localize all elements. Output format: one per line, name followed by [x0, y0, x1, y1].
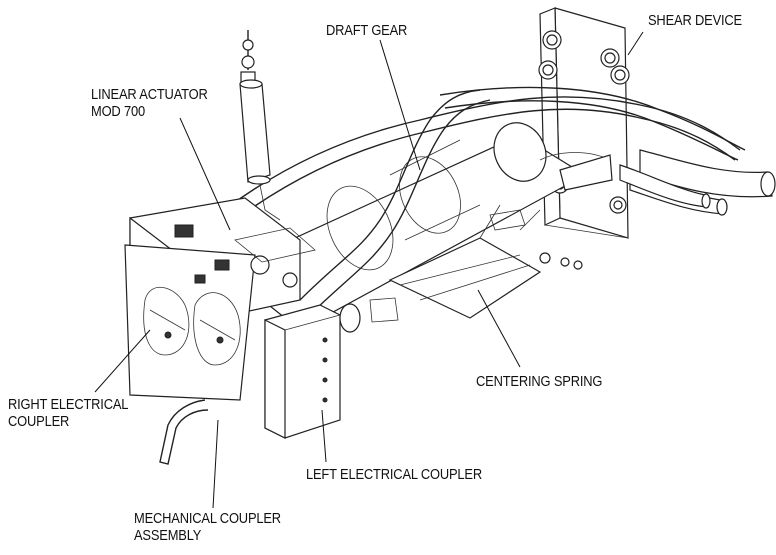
shear-device-plate [538, 7, 630, 239]
label-right-electrical-coupler: RIGHT ELECTRICAL COUPLER [8, 396, 128, 430]
centering-spring [369, 204, 583, 323]
linear-actuator [239, 30, 281, 221]
curved-hose [299, 89, 491, 311]
label-mechanical-coupler-line2: ASSEMBLY [134, 527, 202, 544]
label-left-electrical-coupler: LEFT ELECTRICAL COUPLER [306, 466, 482, 483]
label-mechanical-coupler-assembly: MECHANICAL COUPLER ASSEMBLY [134, 510, 281, 544]
label-linear-actuator-line1: LINEAR ACTUATOR [91, 86, 208, 103]
label-shear-device: SHEAR DEVICE [648, 12, 742, 29]
rear-hoses [619, 149, 776, 216]
left-electrical-coupler-box [264, 303, 361, 439]
leader-lines [94, 31, 644, 509]
label-linear-actuator: LINEAR ACTUATOR MOD 700 [91, 86, 208, 120]
coupler-handle [159, 399, 209, 465]
coupler-head [124, 197, 316, 401]
draft-gear-body [223, 122, 613, 331]
label-right-electrical-line2: COUPLER [8, 413, 70, 430]
label-mechanical-coupler-line1: MECHANICAL COUPLER [134, 510, 281, 527]
top-hoses [204, 86, 746, 239]
label-draft-gear: DRAFT GEAR [326, 22, 408, 39]
label-linear-actuator-line2: MOD 700 [91, 103, 146, 120]
label-centering-spring: CENTERING SPRING [476, 373, 603, 390]
label-right-electrical-line1: RIGHT ELECTRICAL [8, 396, 129, 413]
